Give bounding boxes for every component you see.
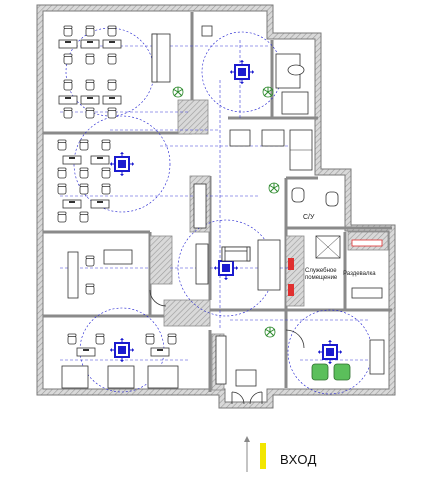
entrance-label: ВХОД bbox=[280, 452, 317, 467]
entrance-marker bbox=[260, 443, 266, 469]
office-lower-left-furniture bbox=[67, 249, 133, 299]
office-bottom-left-furniture bbox=[61, 333, 179, 389]
duct-lines bbox=[60, 40, 385, 361]
service-room-label-line1: Служебное bbox=[305, 268, 337, 274]
door-swing-icon bbox=[149, 289, 305, 405]
office-top-left-furniture bbox=[58, 25, 171, 119]
wc-label: С/У bbox=[303, 214, 315, 221]
entrance-arrow-icon bbox=[244, 436, 250, 472]
meeting-room-furniture bbox=[201, 25, 313, 171]
service-room-label: Служебное помещение bbox=[305, 268, 337, 282]
interior-walls bbox=[43, 12, 392, 392]
wet-rooms-fixtures bbox=[288, 187, 385, 375]
lounge-furniture bbox=[193, 183, 281, 387]
service-room-label-line2: помещение bbox=[305, 275, 338, 281]
highlight-armchairs bbox=[311, 363, 351, 381]
office-middle-left-furniture bbox=[57, 139, 111, 223]
locker-room-label: Раздевалка bbox=[343, 271, 376, 277]
